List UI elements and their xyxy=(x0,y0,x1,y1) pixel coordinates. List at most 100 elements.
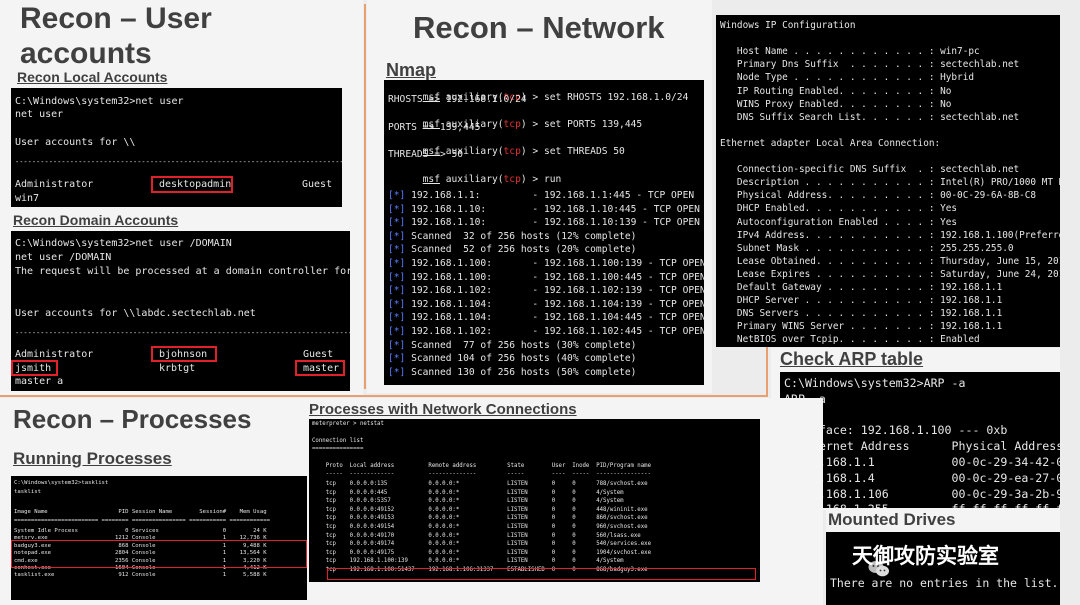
connection-row: tcp 0.0.0.0:49174 0.0.0.0:* LISTEN 0 0 5… xyxy=(312,541,651,548)
scan-result-text: 192.168.1.104: - 192.168.1.104:445 - TCP… xyxy=(405,312,704,324)
terminal-drives: 天御攻防实验室 There are no entries in the list… xyxy=(826,532,1060,605)
scan-result-text: 192.168.1.1: - 192.168.1.1:445 - TCP OPE… xyxy=(405,190,695,201)
watermark-text: 天御攻防实验室 xyxy=(852,544,999,568)
msf-module-name: tcp xyxy=(503,92,521,103)
terminal-line: Connection list xyxy=(312,438,364,444)
terminal-net-user-domain: C:\Windows\system32>net user /DOMAIN net… xyxy=(11,231,350,391)
msf-module: auxiliary( xyxy=(439,119,504,130)
subtitle-local-accounts: Recon Local Accounts xyxy=(17,69,168,85)
status-tag: [*] xyxy=(388,230,406,242)
terminal-line: tasklist xyxy=(14,489,41,495)
ipconfig-line: Lease Obtained. . . . . . . . . . : Thur… xyxy=(720,255,1060,267)
account-jsmith: jsmith xyxy=(15,363,52,374)
msf-command: ) > set PORTS 139,445 xyxy=(520,119,643,130)
terminal-netstat: meterpreter > netstat Connection list ==… xyxy=(309,419,760,582)
connection-row: tcp 0.0.0.0:49152 0.0.0.0:* LISTEN 0 0 4… xyxy=(312,506,648,513)
connection-row: tcp 192.168.1.100:51437 192.168.1.106:31… xyxy=(312,567,648,573)
ipconfig-line: Subnet Mask . . . . . . . . . . . : 255.… xyxy=(720,242,1014,254)
arp-line: 192.168.1.106 00-0c-29-3a-2b-9f xyxy=(784,486,1060,501)
status-tag: [*] xyxy=(388,203,406,215)
slide-title-user-accounts-line1: Recon – User xyxy=(20,2,212,35)
highlight-box xyxy=(327,568,756,580)
scan-result-line: [*] Scanned 77 of 256 hosts (30% complet… xyxy=(388,340,636,351)
slide-title-network: Recon – Network xyxy=(413,10,665,45)
arp-line: 192.168.1.4 00-0c-29-ea-27-03 xyxy=(784,470,1060,485)
subtitle-domain-accounts: Recon Domain Accounts xyxy=(13,212,179,228)
connection-row: tcp 0.0.0.0:49170 0.0.0.0:* LISTEN 0 0 5… xyxy=(312,532,641,539)
scan-result-text: 192.168.1.100: - 192.168.1.100:445 - TCP… xyxy=(405,271,704,283)
ipconfig-line: DNS Suffix Search List. . . . . . : sect… xyxy=(720,111,1020,123)
connection-row: tcp 0.0.0.0:445 0.0.0.0:* LISTEN 0 0 4/S… xyxy=(312,489,624,496)
msf-module: auxiliary( xyxy=(439,146,504,157)
account-guest: Guest xyxy=(302,179,333,190)
msf-module-name: tcp xyxy=(503,119,521,130)
ipconfig-line: IP Routing Enabled. . . . . . . . : No xyxy=(720,85,952,97)
scan-result-text: Scanned 32 of 256 hosts (12% complete) xyxy=(405,230,637,242)
account-desktopadmin: desktopadmin xyxy=(159,179,232,190)
ipconfig-line: NetBIOS over Tcpip. . . . . . . . : Enab… xyxy=(720,334,980,346)
scan-result-text: Scanned 104 of 256 hosts (40% complete) xyxy=(405,353,637,365)
ipconfig-line: DNS Servers . . . . . . . . . . . : 192.… xyxy=(720,308,1003,320)
connection-row: tcp 0.0.0.0:135 0.0.0.0:* LISTEN 0 0 788… xyxy=(312,481,648,487)
scan-result-text: 192.168.1.100: - 192.168.1.100:139 - TCP… xyxy=(405,258,704,269)
scan-result-line: [*] Scanned 32 of 256 hosts (12% complet… xyxy=(388,231,636,242)
highlight-box xyxy=(11,540,307,568)
highlight-box xyxy=(295,360,345,376)
msf-command: ) > set RHOSTS 192.168.1.0/24 xyxy=(520,92,689,103)
account-guest: Guest xyxy=(303,349,334,360)
account-win7: win7 xyxy=(15,193,40,204)
status-tag: [*] xyxy=(388,326,406,337)
ipconfig-line: WINS Proxy Enabled. . . . . . . . : No xyxy=(720,98,952,110)
slide-user-accounts: Recon – User accounts Recon Local Accoun… xyxy=(0,0,363,395)
status-tag: [*] xyxy=(388,353,406,365)
subtitle-network-connections: Processes with Network Connections xyxy=(309,401,577,418)
slide-divider xyxy=(364,4,366,389)
scan-result-line: [*] 192.168.1.10: - 192.168.1.10:139 - T… xyxy=(388,217,700,228)
scan-result-line: [*] Scanned 52 of 256 hosts (20% complet… xyxy=(388,244,636,255)
arp-line: 192.168.1.1 00-0c-29-34-42-0a xyxy=(784,455,1060,469)
process-row: cmd.exe 2356 Console 1 3,220 K xyxy=(14,557,267,564)
connection-row: tcp 192.168.1.100:139 0.0.0.0:* LISTEN 0… xyxy=(312,558,624,565)
terminal-line: =============== xyxy=(312,446,364,452)
status-tag: [*] xyxy=(388,312,406,324)
scan-result-text: Scanned 130 of 256 hosts (50% complete) xyxy=(405,366,637,378)
highlight-box xyxy=(11,360,58,376)
ipconfig-line: Physical Address. . . . . . . . . : 00-0… xyxy=(720,190,1037,202)
scan-result-line: [*] 192.168.1.104: - 192.168.1.104:445 -… xyxy=(388,312,704,323)
terminal-line: The request will be processed at a domai… xyxy=(15,266,350,277)
highlight-box xyxy=(151,176,233,193)
ipconfig-line: Default Gateway . . . . . . . . . : 192.… xyxy=(720,282,1003,293)
slide-title-user-accounts-line2: accounts xyxy=(20,37,152,70)
ipconfig-line: IPv4 Address. . . . . . . . . . . : 192.… xyxy=(720,229,1060,241)
ipconfig-line: Primary Dns Suffix . . . . . . . : secte… xyxy=(720,59,1020,71)
slide-mounted-drives: Mounted Drives 天御攻防实验室 There are no entr… xyxy=(826,510,1060,605)
scan-result-text: 192.168.1.10: - 192.168.1.10:139 - TCP O… xyxy=(405,217,700,229)
msf-module-name: tcp xyxy=(503,146,521,157)
terminal-line: PORTS => 139,445 xyxy=(388,122,481,133)
ipconfig-line: Connection-specific DNS Suffix . : secte… xyxy=(720,164,1020,176)
connection-row: tcp 0.0.0.0:5357 0.0.0.0:* LISTEN 0 0 4/… xyxy=(312,498,624,505)
terminal-line: C:\Windows\system32>net user xyxy=(15,96,184,107)
account-krbtgt: krbtgt xyxy=(159,363,196,374)
connection-row: tcp 0.0.0.0:49153 0.0.0.0:* LISTEN 0 0 8… xyxy=(312,515,648,522)
connection-row: tcp 0.0.0.0:49175 0.0.0.0:* LISTEN 0 0 1… xyxy=(312,549,651,556)
ipconfig-line: Description . . . . . . . . . . . : Inte… xyxy=(720,177,1060,189)
slide-title-processes: Recon – Processes xyxy=(13,404,252,434)
status-tag: [*] xyxy=(388,244,406,256)
wechat-icon xyxy=(826,546,889,577)
arp-line: 192.168.1.255 ff-ff-ff-ff-ff-ff xyxy=(784,502,1060,508)
terminal-net-user: C:\Windows\system32>net user net user Us… xyxy=(11,88,342,207)
slide-arp: Check ARP table C:\Windows\system32>ARP … xyxy=(771,348,1060,510)
terminal-line: net user xyxy=(15,109,64,120)
highlight-box xyxy=(151,346,217,362)
scan-result-line: [*] 192.168.1.100: - 192.168.1.100:445 -… xyxy=(388,272,704,283)
terminal-line: C:\Windows\system32>net user /DOMAIN xyxy=(15,238,232,249)
scan-result-text: 192.168.1.102: - 192.168.1.102:139 - TCP… xyxy=(405,285,704,297)
subtitle-mounted-drives: Mounted Drives xyxy=(828,510,956,529)
scan-result-text: Scanned 77 of 256 hosts (30% complete) xyxy=(405,339,637,351)
terminal-tasklist: C:\Windows\system32>tasklist tasklist Im… xyxy=(11,476,307,600)
status-tag: [*] xyxy=(388,258,406,269)
process-row: System Idle Process 0 Services 0 24 K xyxy=(14,528,267,534)
subtitle-check-arp: Check ARP table xyxy=(780,349,924,369)
account-master-a: master a xyxy=(15,376,64,387)
